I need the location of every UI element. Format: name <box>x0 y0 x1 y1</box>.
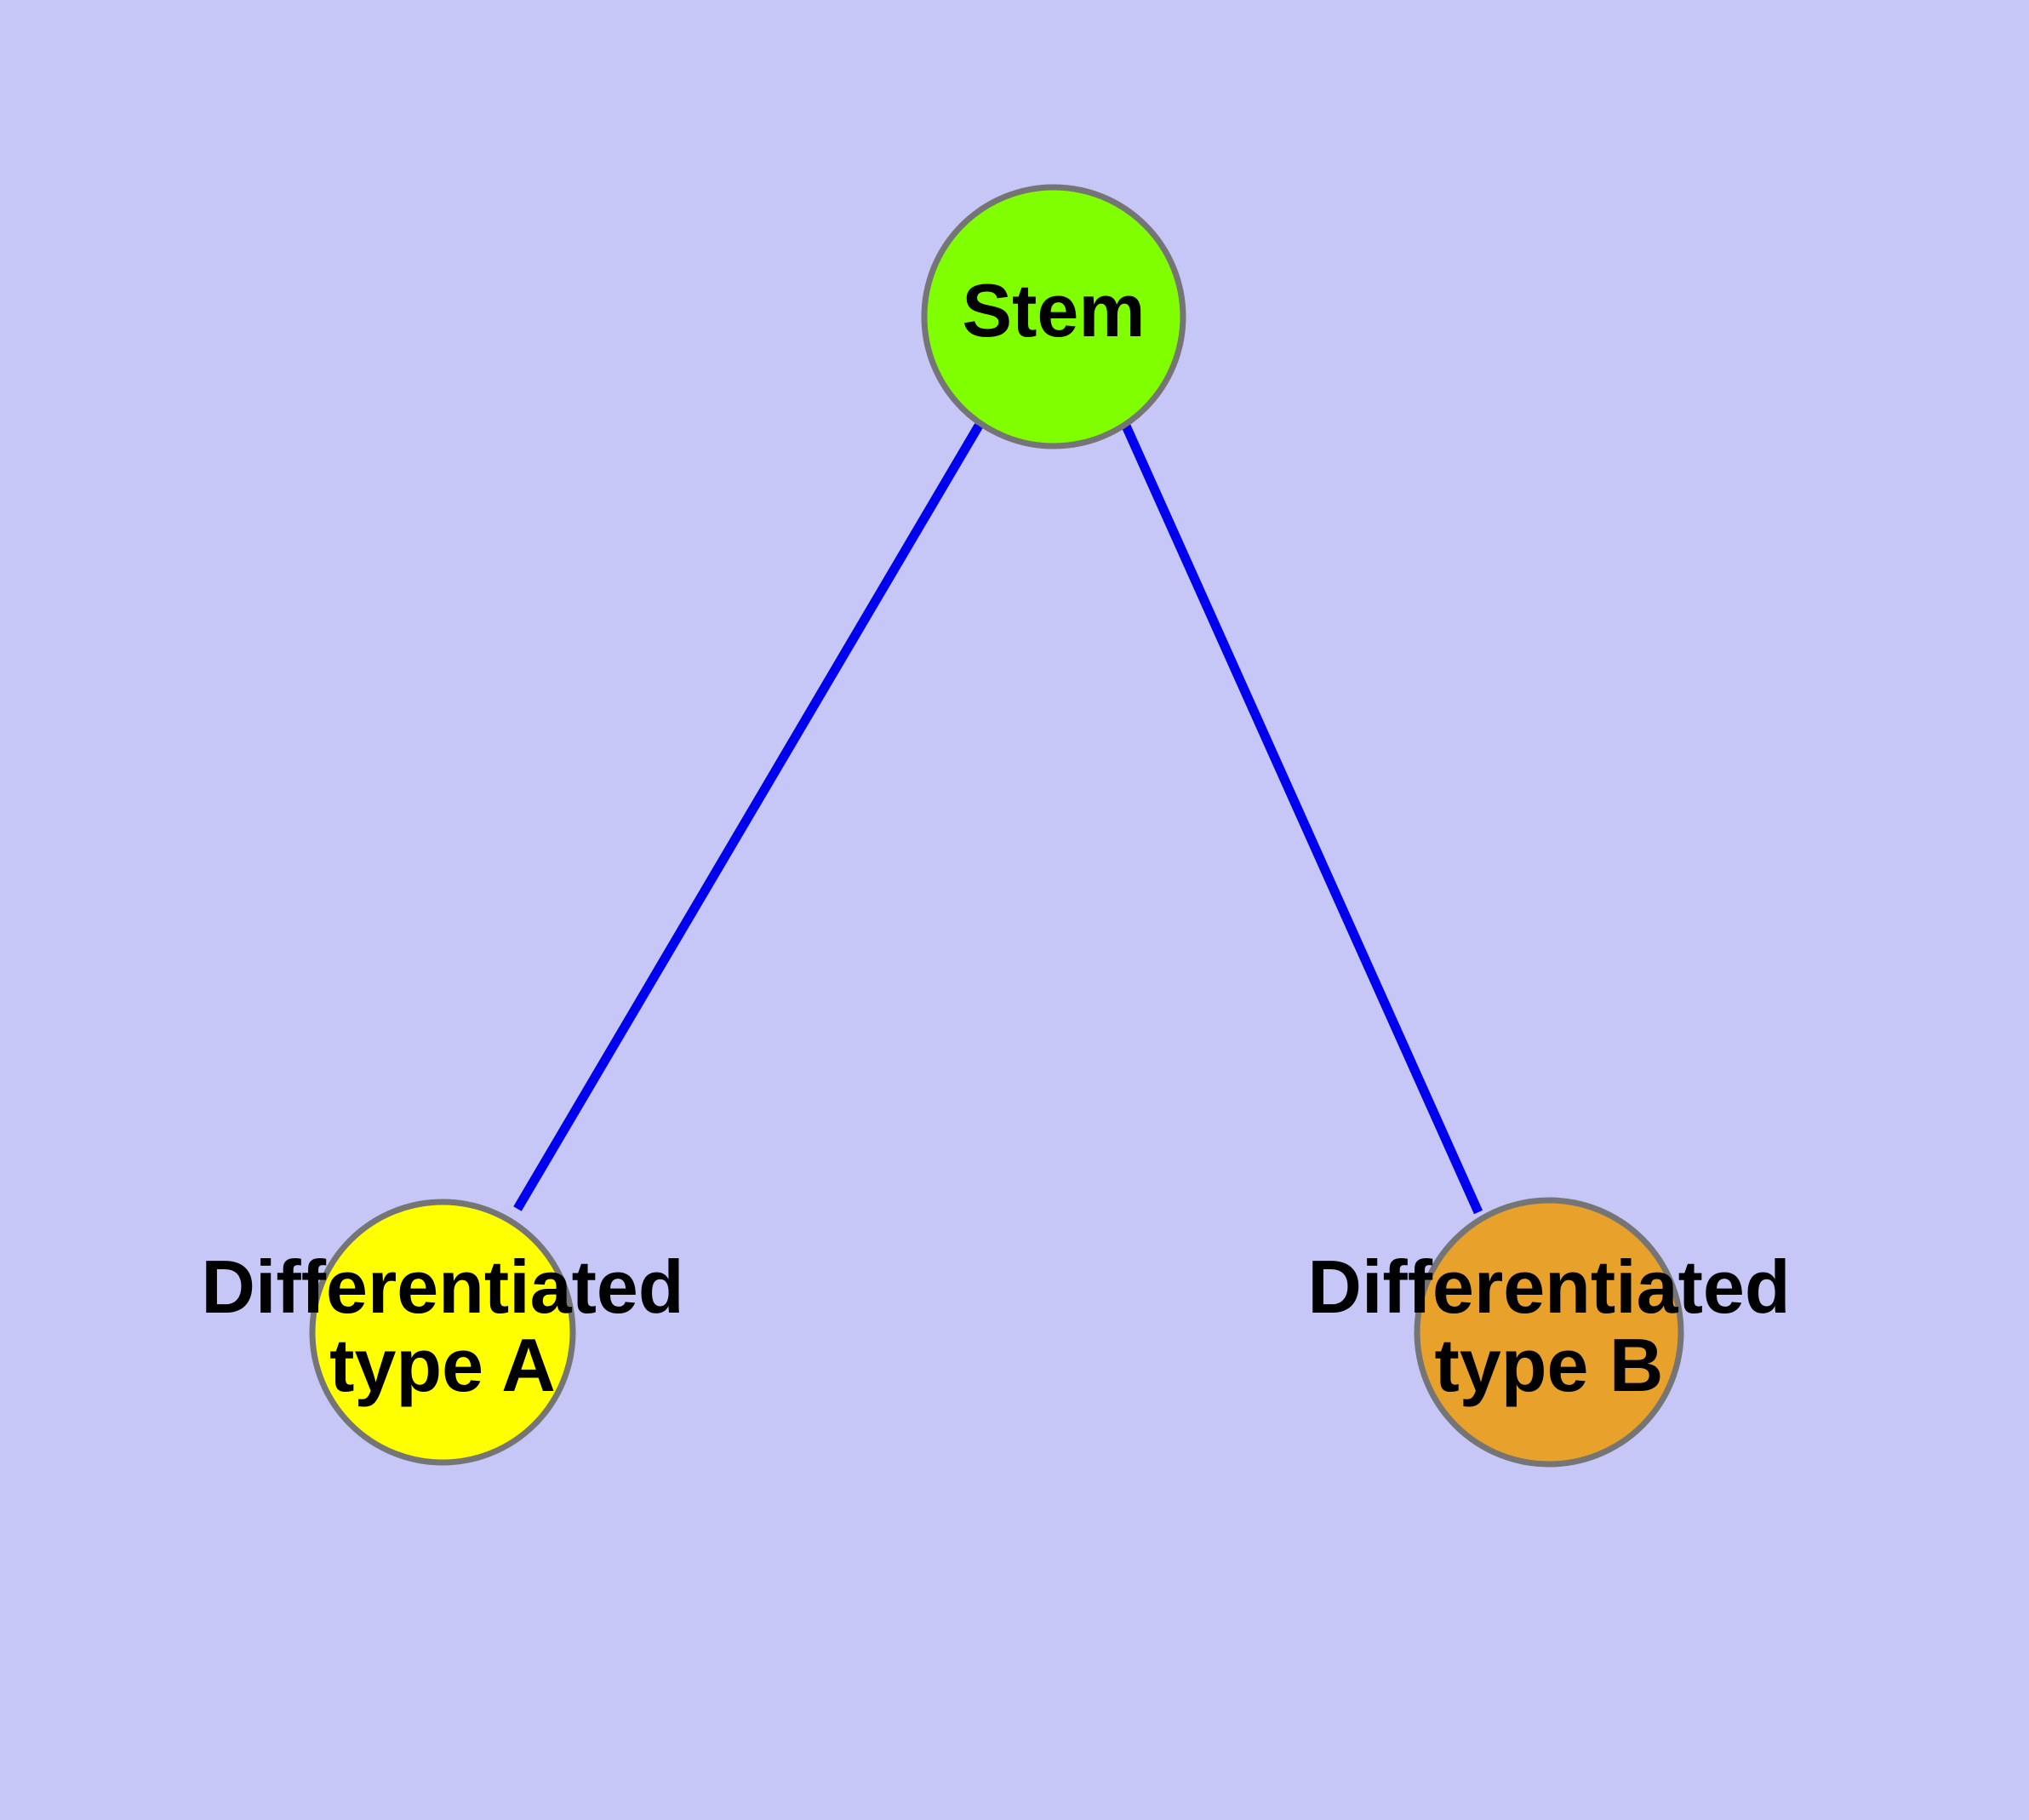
node-label-line: type A <box>329 1323 556 1407</box>
edge-stem-diff-a[interactable] <box>513 423 983 1211</box>
nodes-group <box>309 184 1684 1468</box>
node-stem[interactable] <box>921 184 1186 449</box>
node-diff_a[interactable] <box>309 1199 576 1466</box>
node-label-line: Differentiated <box>201 1245 683 1329</box>
node-label-line: Stem <box>962 268 1145 352</box>
node-label-line: type B <box>1435 1323 1664 1407</box>
node-diff_b[interactable] <box>1414 1197 1684 1468</box>
edge-stem-diff-b[interactable] <box>1120 421 1483 1215</box>
edges-group <box>513 421 1483 1215</box>
node-label-stem: Stem <box>962 268 1145 352</box>
node-label-line: Differentiated <box>1307 1245 1790 1329</box>
